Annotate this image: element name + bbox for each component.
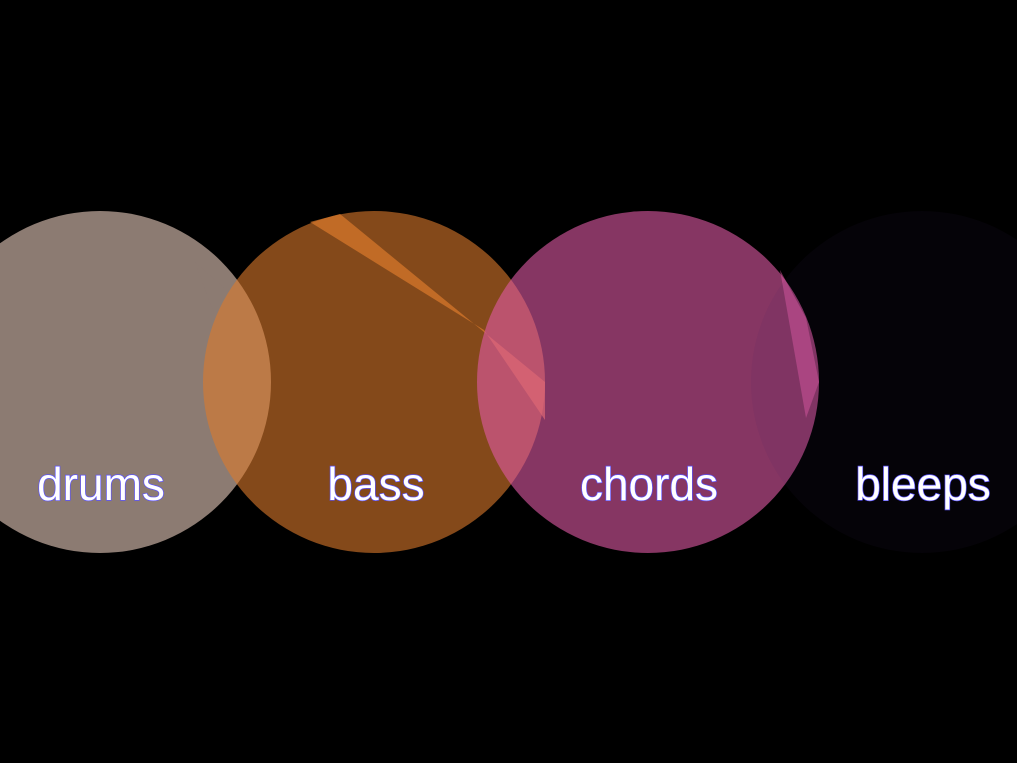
- pad-bass-wedge: [310, 214, 545, 420]
- pad-chords-wedge: [780, 270, 819, 418]
- pad-bleeps[interactable]: [751, 211, 1017, 553]
- pad-bass-label[interactable]: bass: [327, 457, 426, 510]
- pad-bleeps-circle[interactable]: [751, 211, 1017, 553]
- pad-chords-circle[interactable]: [477, 211, 819, 553]
- pad-bass-circle[interactable]: [203, 211, 545, 553]
- pad-bleeps-label[interactable]: bleeps: [855, 457, 992, 510]
- pad-drums-label[interactable]: drums: [36, 457, 165, 510]
- pad-chords[interactable]: [477, 211, 819, 553]
- pad-chords-label[interactable]: chords: [579, 457, 718, 510]
- pad-bass[interactable]: [203, 211, 545, 553]
- pad-drums-circle[interactable]: [0, 211, 271, 553]
